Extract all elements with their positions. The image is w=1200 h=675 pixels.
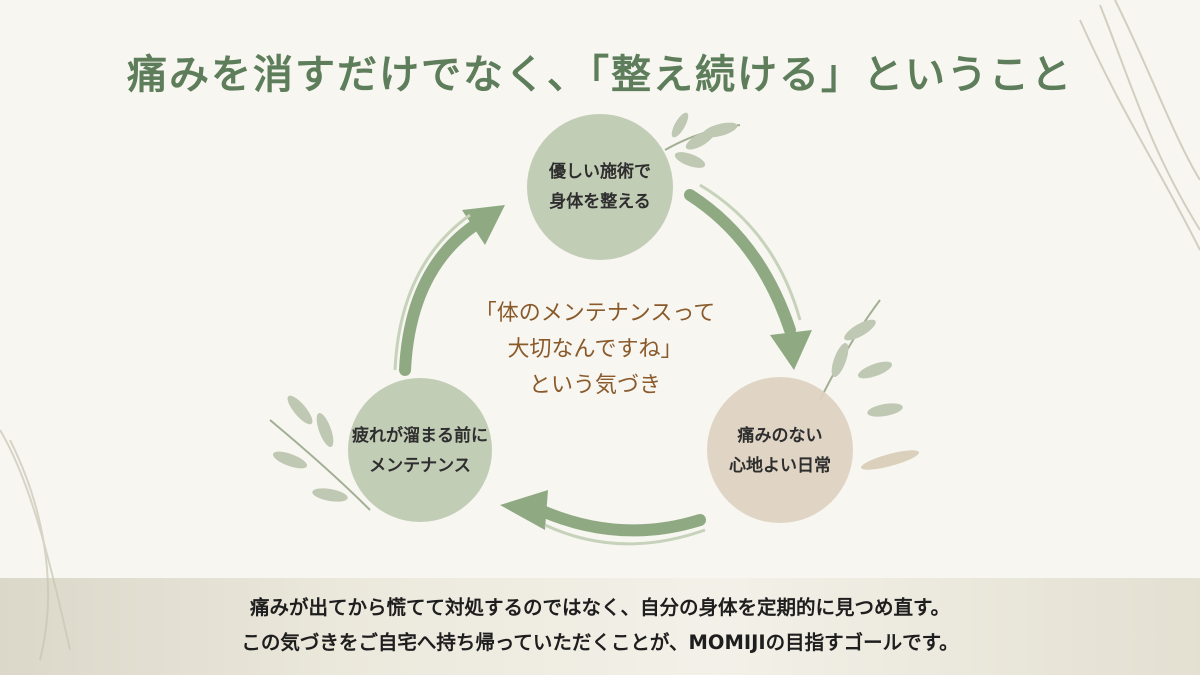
- node-top-line2: 身体を整える: [549, 192, 651, 212]
- node-right-line2: 心地よい日常: [729, 456, 831, 476]
- leaf-sprig-left: [269, 395, 371, 511]
- corner-strokes-top-right: [1079, 0, 1200, 251]
- footer-text: 痛みが出てから慌てて対処するのではなく、自分の身体を定期的に見つめ直す。 この気…: [0, 590, 1200, 660]
- node-label-left: 疲れが溜まる前に メンテナンス: [325, 421, 515, 481]
- page-title: 痛みを消すだけでなく、「整え続ける」ということ: [127, 52, 1073, 98]
- arrow-right-to-left: [500, 490, 706, 546]
- node-label-right: 痛みのない 心地よい日常: [695, 421, 865, 481]
- center-quote: 「体のメンテナンスって 大切なんですね」 という気づき: [455, 296, 735, 404]
- arrow-left-to-top: [393, 205, 505, 376]
- footer-line2: この気づきをご自宅へ持ち帰っていただくことが、MOMIJIの目指すゴールです。: [241, 631, 959, 654]
- quote-line2: 大切なんですね」: [507, 337, 683, 362]
- node-right-line1: 痛みのない: [737, 426, 823, 446]
- node-circle-right: [707, 377, 853, 523]
- leaf-sprig-right: [819, 299, 920, 470]
- leaf-sprig-top: [664, 112, 741, 168]
- node-circle-left: [348, 378, 492, 522]
- node-circle-top: [527, 114, 673, 260]
- arrow-top-to-right: [684, 183, 812, 370]
- footer-line1: 痛みが出てから慌てて対処するのではなく、自分の身体を定期的に見つめ直す。: [249, 596, 951, 619]
- footer-band: [0, 578, 1200, 675]
- quote-line3: という気づき: [528, 373, 661, 398]
- node-top-line1: 優しい施術で: [549, 162, 651, 182]
- quote-line1: 「体のメンテナンスって: [474, 301, 716, 326]
- node-left-line1: 疲れが溜まる前に: [352, 426, 488, 446]
- node-left-line2: メンテナンス: [369, 456, 471, 476]
- node-label-top: 優しい施術で 身体を整える: [515, 157, 685, 217]
